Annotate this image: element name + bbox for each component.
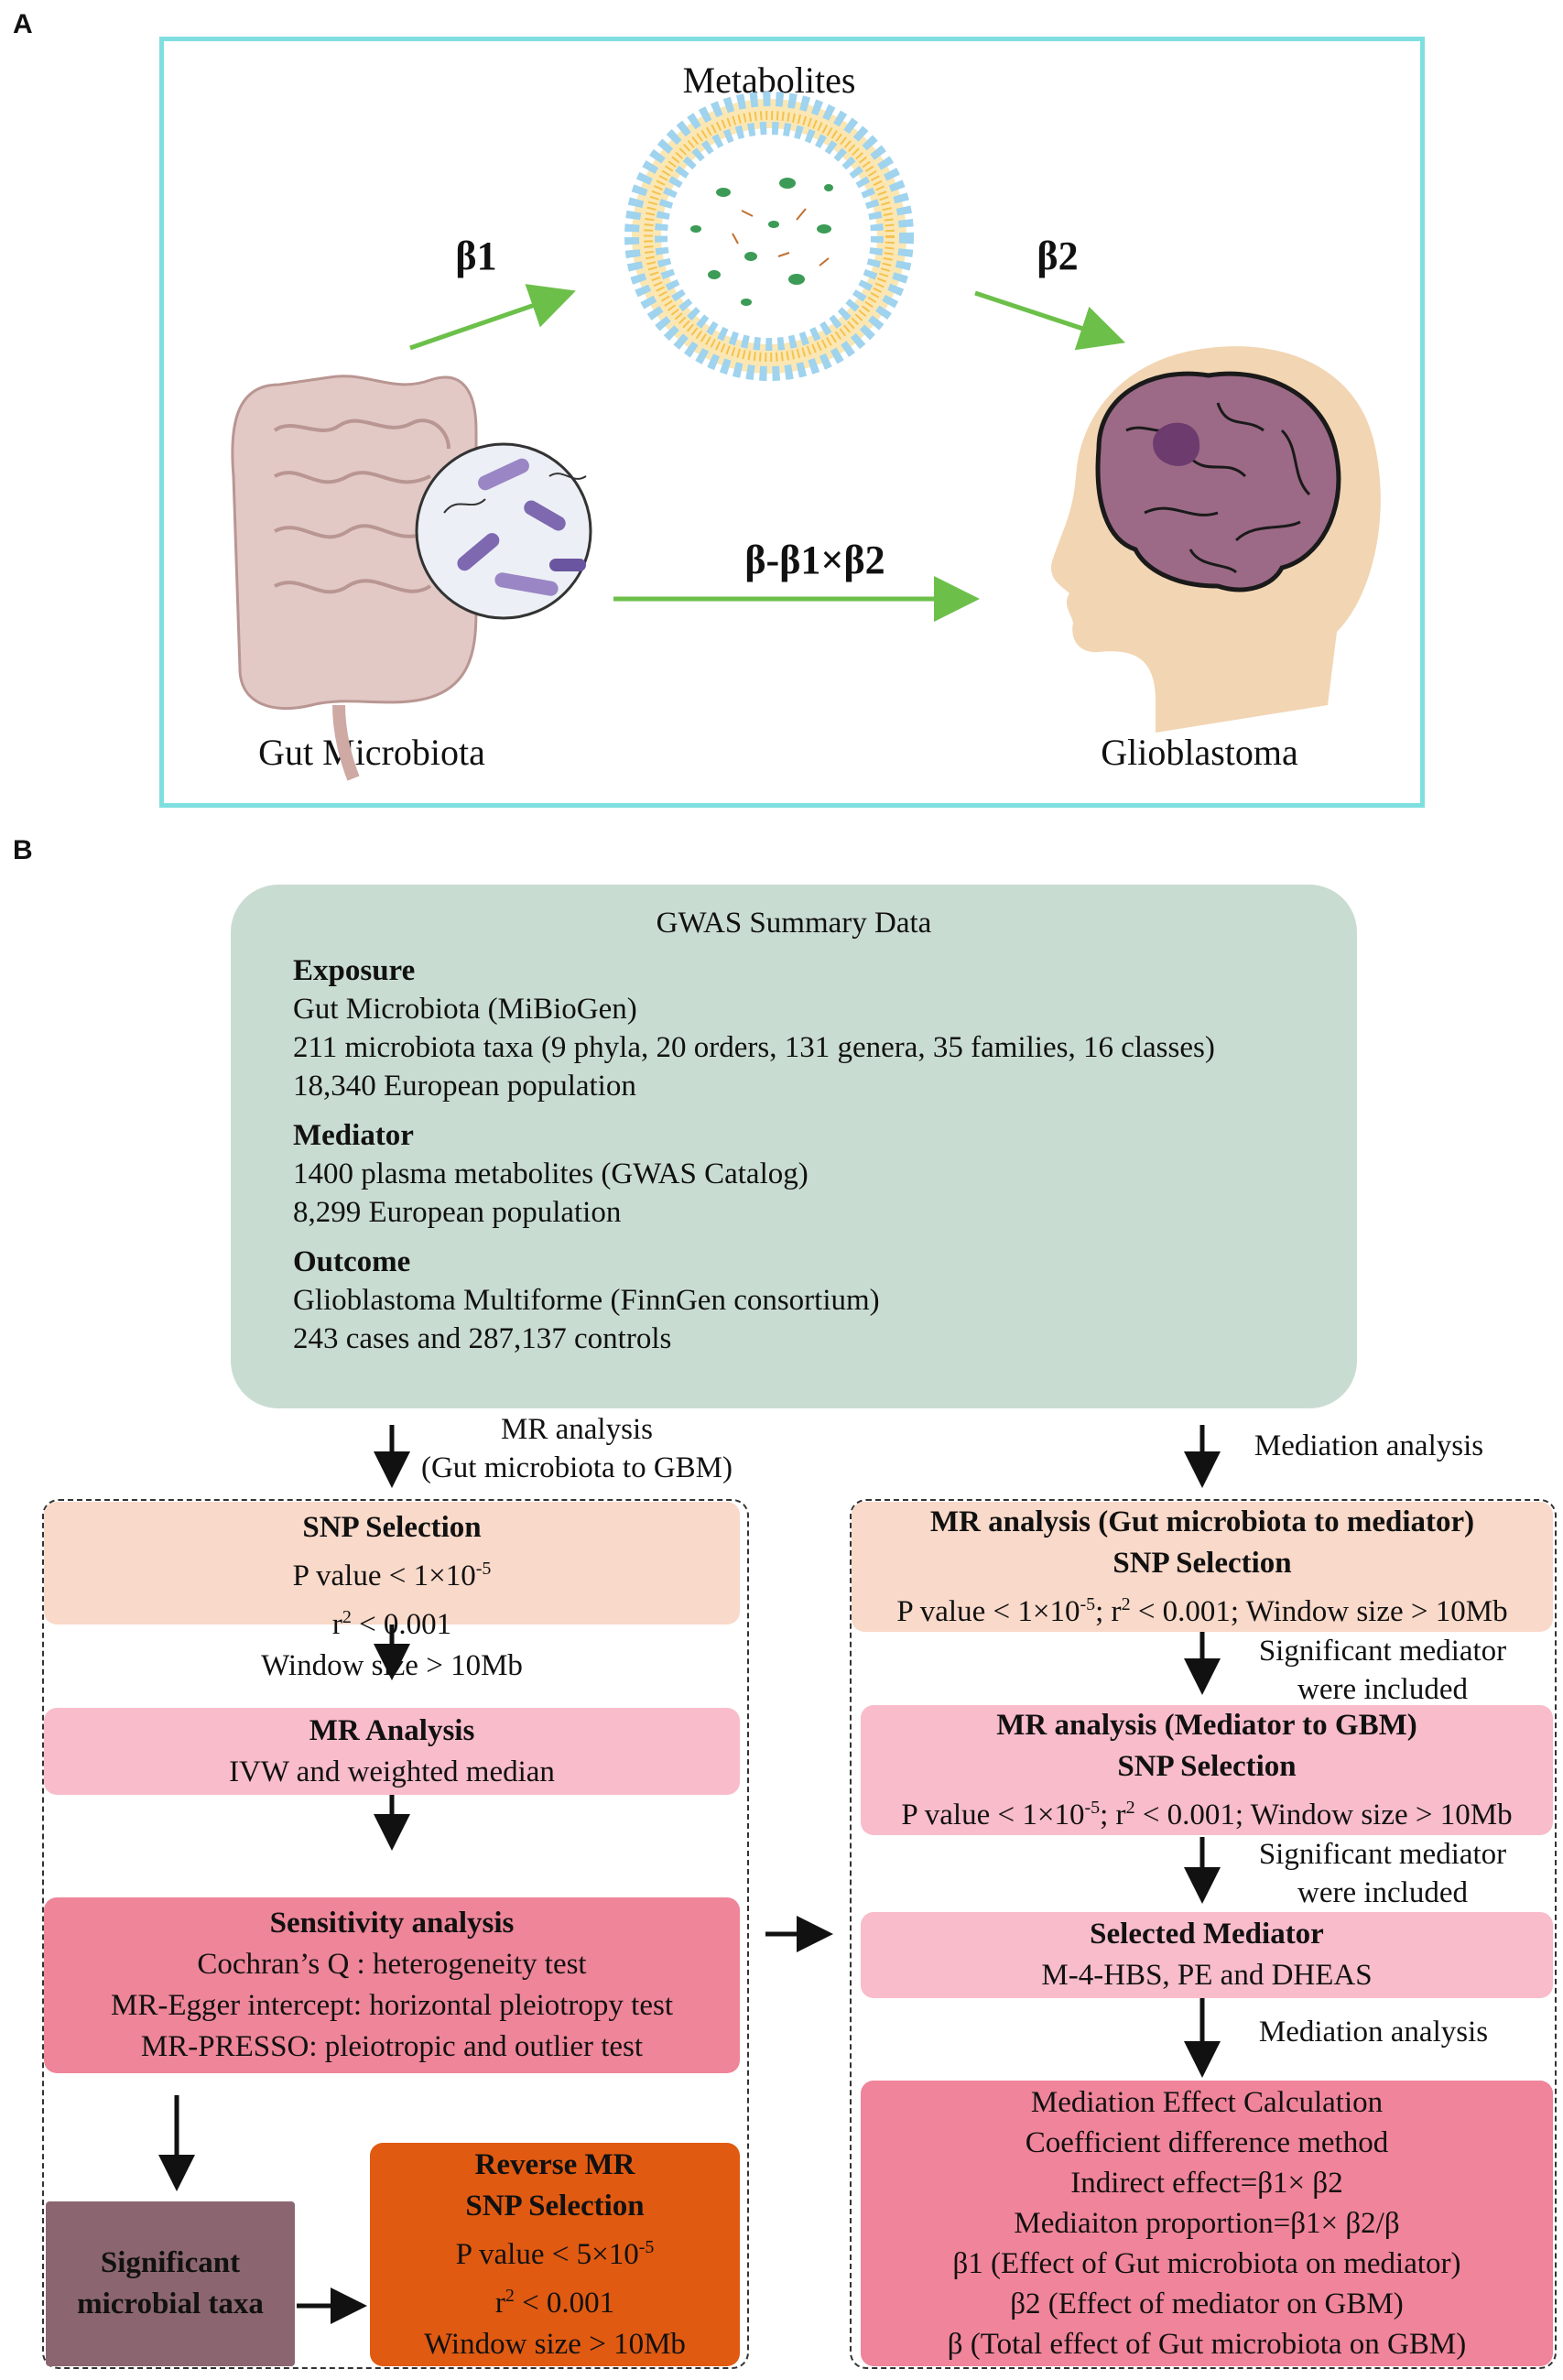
exposure-line: 18,340 European population bbox=[293, 1070, 636, 1103]
outcome-line: 243 cases and 287,137 controls bbox=[293, 1322, 672, 1355]
intestine-icon bbox=[231, 375, 478, 781]
reverse-pvalue: P value < 5×10-5 bbox=[455, 2236, 655, 2271]
snp-window: Window size > 10Mb bbox=[261, 1649, 523, 1682]
exposure-line: 211 microbiota taxa (9 phyla, 20 orders,… bbox=[293, 1031, 1215, 1064]
mr1-snp-title: SNP Selection bbox=[1113, 1546, 1292, 1580]
reverse-window: Window size > 10Mb bbox=[424, 2327, 686, 2361]
mediator-note-1-line: Significant mediator bbox=[1258, 1635, 1507, 1668]
arrow-beta2 bbox=[974, 290, 1125, 351]
sensitivity-analysis-box: Sensitivity analysis Cochran’s Q : heter… bbox=[44, 1897, 740, 2073]
beta1-label: β1 bbox=[455, 234, 497, 278]
outcome-line: Glioblastoma Multiforme (FinnGen consort… bbox=[293, 1284, 880, 1317]
sensitivity-line: MR-Egger intercept: horizontal pleiotrop… bbox=[111, 1989, 673, 2022]
outcome-heading: Outcome bbox=[293, 1245, 411, 1278]
left-arrow-label-1: MR analysis bbox=[501, 1413, 653, 1446]
calc-line: Indirect effect=β1× β2 bbox=[1070, 2167, 1343, 2200]
left-arrow-label-2: (Gut microbiota to GBM) bbox=[420, 1451, 733, 1484]
sensitivity-line: Cochran’s Q : heterogeneity test bbox=[197, 1948, 587, 1981]
significant-taxa-box: Significant microbial taxa bbox=[46, 2201, 295, 2366]
bacteria-magnifier-icon bbox=[415, 442, 592, 620]
snp-pvalue: P value < 1×10-5 bbox=[292, 1559, 492, 1592]
mediator-note-2-line: were included bbox=[1297, 1876, 1468, 1909]
exposure-heading: Exposure bbox=[293, 954, 416, 987]
mediator-note-1-line: were included bbox=[1297, 1673, 1468, 1706]
mr-mediator-to-gbm-box: MR analysis (Mediator to GBM) SNP Select… bbox=[861, 1705, 1553, 1835]
vesicle-icon bbox=[624, 92, 914, 381]
significant-taxa-line: microbial taxa bbox=[77, 2288, 264, 2320]
head-brain-icon bbox=[1050, 346, 1381, 733]
glioblastoma-label: Glioblastoma bbox=[1101, 732, 1298, 773]
calc-line: β (Total effect of Gut microbiota on GBM… bbox=[947, 2328, 1467, 2361]
mr-analysis-methods: IVW and weighted median bbox=[229, 1755, 555, 1788]
reverse-mr-title: Reverse MR bbox=[474, 2147, 635, 2181]
panel-a-letter: A bbox=[13, 9, 33, 39]
mr2-title: MR analysis (Mediator to GBM) bbox=[996, 1708, 1417, 1742]
sensitivity-title: Sensitivity analysis bbox=[269, 1907, 515, 1940]
calc-line: Coefficient difference method bbox=[1025, 2126, 1389, 2159]
selected-mediator-box: Selected Mediator M-4-HBS, PE and DHEAS bbox=[861, 1912, 1553, 1998]
beta2-label: β2 bbox=[1037, 234, 1079, 278]
selected-mediator-list: M-4-HBS, PE and DHEAS bbox=[1041, 1959, 1373, 1992]
mediator-note-2: Significant mediator were included bbox=[1227, 1835, 1538, 1912]
right-workflow-container bbox=[850, 1499, 1557, 2369]
mediator-line: 8,299 European population bbox=[293, 1196, 622, 1229]
mediator-heading: Mediator bbox=[293, 1119, 414, 1152]
left-workflow-container bbox=[42, 1499, 749, 2369]
mediator-note-1: Significant mediator were included bbox=[1227, 1632, 1538, 1709]
sensitivity-line: MR-PRESSO: pleiotropic and outlier test bbox=[140, 2030, 644, 2063]
left-arrow-label: MR analysis (Gut microbiota to GBM) bbox=[394, 1410, 760, 1487]
snp-selection-title: SNP Selection bbox=[302, 1511, 482, 1544]
snp-selection-box: SNP Selection P value < 1×10-5 r2 < 0.00… bbox=[44, 1502, 740, 1682]
mediator-line: 1400 plasma metabolites (GWAS Catalog) bbox=[293, 1157, 809, 1190]
panel-a-frame bbox=[159, 37, 1425, 808]
mediation-analysis-label: Mediation analysis bbox=[1258, 2016, 1489, 2049]
calc-line: Mediaiton proportion=β1× β2/β bbox=[1014, 2207, 1400, 2240]
selected-mediator-title: Selected Mediator bbox=[1090, 1918, 1324, 1951]
mediator-note-2-line: Significant mediator bbox=[1258, 1838, 1507, 1871]
reverse-snp-title: SNP Selection bbox=[465, 2189, 645, 2222]
mr-gut-to-mediator-box: MR analysis (Gut microbiota to mediator)… bbox=[852, 1502, 1553, 1632]
gwas-title: GWAS Summary Data bbox=[656, 907, 932, 940]
mediation-calculation-box: Mediation Effect Calculation Coefficient… bbox=[861, 2081, 1553, 2366]
tumor-icon bbox=[1153, 422, 1200, 466]
calc-line: β1 (Effect of Gut microbiota on mediator… bbox=[952, 2247, 1461, 2280]
reverse-mr-box: Reverse MR SNP Selection P value < 5×10-… bbox=[370, 2143, 740, 2366]
arrow-beta1 bbox=[409, 284, 576, 351]
mr-analysis-box: MR Analysis IVW and weighted median bbox=[44, 1708, 740, 1795]
mr1-criteria: P value < 1×10-5; r2 < 0.001; Window siz… bbox=[896, 1593, 1508, 1628]
right-arrow-label: Mediation analysis bbox=[1254, 1429, 1484, 1462]
panel-b-letter: B bbox=[13, 835, 33, 865]
calc-line: Mediation Effect Calculation bbox=[1030, 2086, 1384, 2119]
calc-line: β2 (Effect of mediator on GBM) bbox=[1010, 2288, 1404, 2320]
direct-effect-label: β-β1×β2 bbox=[744, 538, 885, 582]
significant-taxa-line: Significant bbox=[100, 2246, 241, 2279]
mr-analysis-title: MR Analysis bbox=[309, 1713, 475, 1747]
reverse-r2: r2 < 0.001 bbox=[494, 2285, 615, 2320]
mr1-title: MR analysis (Gut microbiota to mediator) bbox=[929, 1505, 1475, 1538]
gwas-summary-box: GWAS Summary Data Exposure Gut Microbiot… bbox=[231, 885, 1357, 1408]
mr2-snp-title: SNP Selection bbox=[1117, 1749, 1297, 1783]
snp-r2: r2 < 0.001 bbox=[331, 1607, 452, 1641]
gut-microbiota-label: Gut Microbiota bbox=[258, 732, 485, 773]
mr2-criteria: P value < 1×10-5; r2 < 0.001; Window siz… bbox=[901, 1797, 1513, 1831]
exposure-line: Gut Microbiota (MiBioGen) bbox=[293, 993, 637, 1026]
